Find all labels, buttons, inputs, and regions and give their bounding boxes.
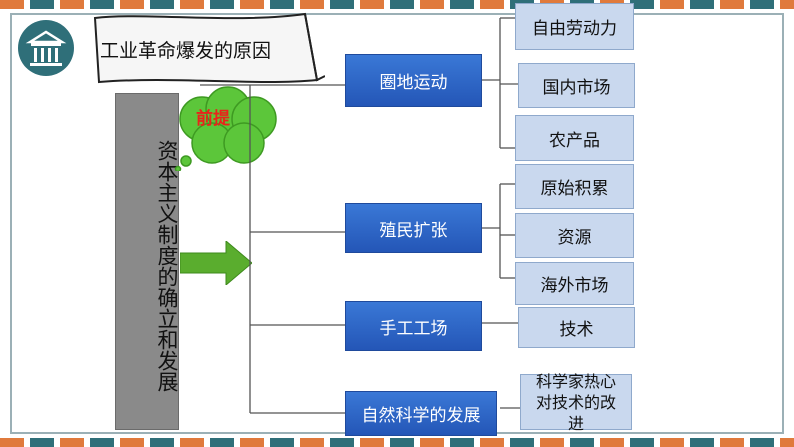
top-stripe-border (0, 0, 794, 9)
effect-node: 技术 (518, 307, 635, 348)
effect-node: 原始积累 (515, 164, 634, 209)
cloud-shape (174, 86, 277, 171)
right-arrow-icon (180, 241, 252, 285)
cause-node: 殖民扩张 (345, 203, 482, 253)
effect-node: 资源 (515, 213, 634, 258)
effect-node: 海外市场 (515, 262, 634, 305)
center-box: 资本主义制度的确立和发展 (115, 93, 179, 430)
effect-node: 自由劳动力 (515, 3, 634, 50)
effect-node: 科学家热心对技术的改进 (520, 372, 632, 433)
effect-node: 国内市场 (518, 63, 635, 108)
cause-node: 圈地运动 (345, 54, 482, 107)
cause-node: 自然科学的发展 (345, 391, 497, 436)
bottom-stripe-border (0, 438, 794, 447)
title-banner (93, 12, 325, 84)
center-label: 资本主义制度的确立和发展 (155, 140, 179, 392)
effect-node: 农产品 (515, 115, 634, 161)
classical-building-icon (18, 20, 74, 76)
cloud-label: 前提 (196, 109, 230, 129)
cause-node: 手工工场 (345, 301, 482, 351)
diagram-title: 工业革命爆发的原因 (100, 40, 272, 62)
